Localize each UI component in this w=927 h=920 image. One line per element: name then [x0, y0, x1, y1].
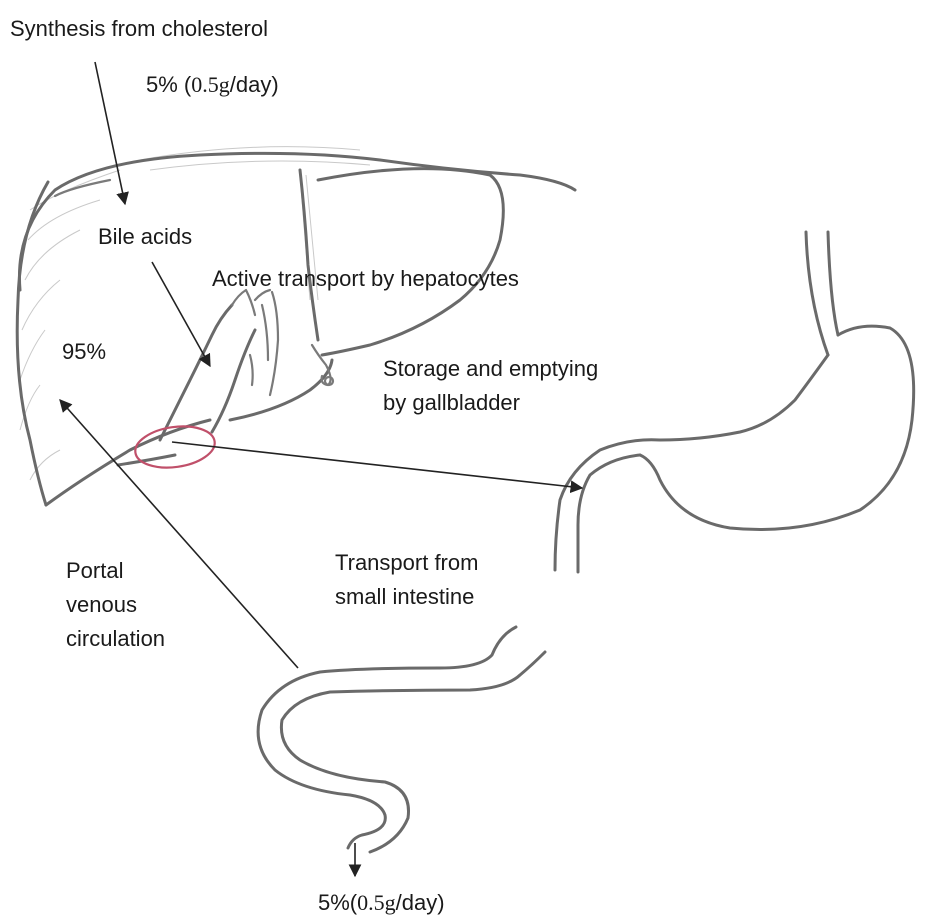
bottom-percent-label: 5%(0.5g/day) — [318, 890, 445, 915]
synthesis-label: Synthesis from cholesterol — [10, 16, 268, 41]
storage-label-line1: Storage and emptying — [383, 356, 598, 381]
storage-label-line2: by gallbladder — [383, 390, 520, 415]
portal-label-line2: venous — [66, 592, 137, 617]
arrow-bile-acids — [152, 262, 210, 366]
arrows — [60, 62, 582, 876]
bile-acids-label: Bile acids — [98, 224, 192, 249]
portal-label-line1: Portal — [66, 558, 123, 583]
arrow-to-duodenum — [172, 442, 582, 488]
portal-label-line3: circulation — [66, 626, 165, 651]
active-transport-label: Active transport by hepatocytes — [212, 266, 519, 291]
transport-label-line2: small intestine — [335, 584, 474, 609]
stomach — [555, 232, 914, 572]
transport-label-line1: Transport from — [335, 550, 478, 575]
small-intestine — [258, 627, 545, 852]
liver — [17, 147, 575, 505]
top-percent-label: 5% (0.5g/day) — [146, 72, 279, 97]
ninety-five-percent-label: 95% — [62, 339, 106, 364]
